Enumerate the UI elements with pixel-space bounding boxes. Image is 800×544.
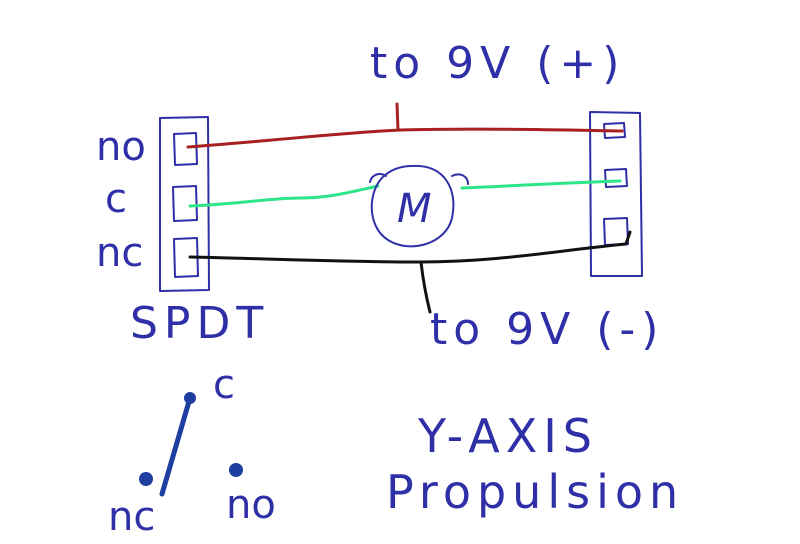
motor-label: M — [397, 186, 432, 232]
power-connector — [589, 111, 643, 277]
schematic-dot-nc — [139, 472, 153, 486]
connector-terminal-mid — [604, 168, 628, 188]
terminal-label-c: c — [105, 176, 127, 222]
motor: M — [369, 164, 469, 248]
wire-common-right — [460, 179, 622, 190]
terminal-label-nc: nc — [96, 230, 143, 276]
title-line-2: Propulsion — [386, 465, 684, 519]
spdt-terminal-c — [172, 185, 198, 222]
spdt-body — [159, 116, 210, 292]
spdt-terminal-nc — [173, 237, 199, 278]
schematic-dot-c — [184, 392, 196, 404]
schematic-label-no: no — [226, 482, 276, 528]
bottom-label-leader — [419, 260, 432, 314]
top-power-label: to 9V (+) — [370, 38, 625, 89]
connector-body — [589, 111, 643, 277]
motor-terminal-right — [451, 173, 469, 185]
terminal-label-no: no — [96, 124, 146, 170]
bottom-power-label: to 9V (-) — [430, 304, 664, 355]
switch-schematic — [139, 392, 243, 497]
spdt-switch — [159, 116, 210, 292]
schematic-label-nc: nc — [108, 494, 155, 540]
schematic-dot-no — [229, 463, 243, 477]
motor-body — [370, 164, 455, 248]
schematic-label-c: c — [213, 362, 235, 408]
spdt-terminal-no — [173, 132, 198, 166]
schematic-lever — [159, 395, 193, 497]
top-label-leader — [395, 102, 400, 132]
title-line-1: Y-AXIS — [417, 409, 598, 463]
wire-common-left — [188, 184, 380, 208]
connector-terminal-bottom — [603, 217, 629, 246]
switch-name: SPDT — [130, 298, 269, 349]
wire-positive — [186, 127, 624, 149]
motor-terminal-left — [369, 173, 387, 183]
connector-terminal-top — [603, 122, 626, 139]
